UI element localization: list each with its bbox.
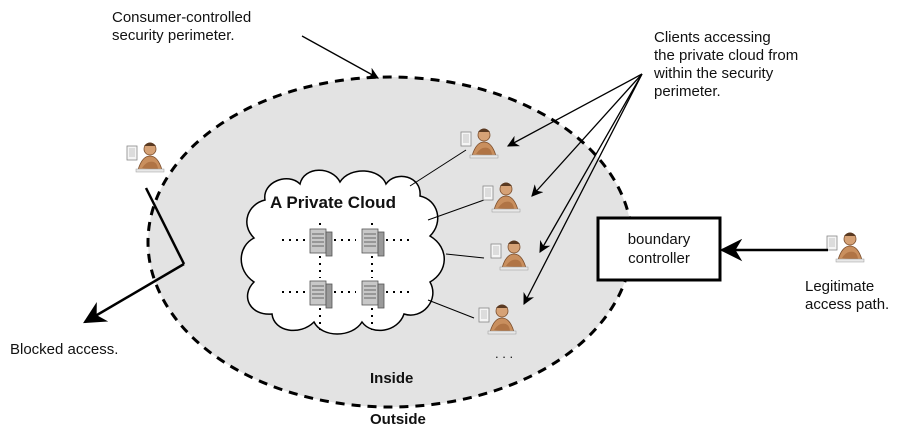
outside-label: Outside <box>370 411 426 428</box>
blocked-access-lines <box>83 187 186 324</box>
boundary-controller-label: boundary controller <box>627 231 691 267</box>
more-clients-ellipsis: . . . <box>495 346 514 361</box>
perimeter-label: Consumer-controlled security perimeter. <box>112 9 252 44</box>
private-cloud-title: A Private Cloud <box>270 193 396 212</box>
blocked-access-label: Blocked access. <box>10 341 119 358</box>
perimeter-arrow <box>301 35 380 79</box>
client-label-arrows <box>506 73 643 306</box>
server-icon <box>309 228 333 257</box>
legitimate-access-label: Legitimate access path. <box>805 278 890 313</box>
server-icon <box>361 228 385 257</box>
server-links <box>282 220 410 330</box>
person-at-computer-icon <box>826 232 865 263</box>
person-at-computer-icon <box>126 142 165 173</box>
inside-label: Inside <box>370 370 414 387</box>
server-icon <box>361 280 385 309</box>
boundary-controller-box <box>596 216 722 282</box>
client-connections <box>409 149 485 319</box>
server-icon <box>309 280 333 309</box>
clients-label: Clients accessing the private cloud from… <box>654 29 799 100</box>
